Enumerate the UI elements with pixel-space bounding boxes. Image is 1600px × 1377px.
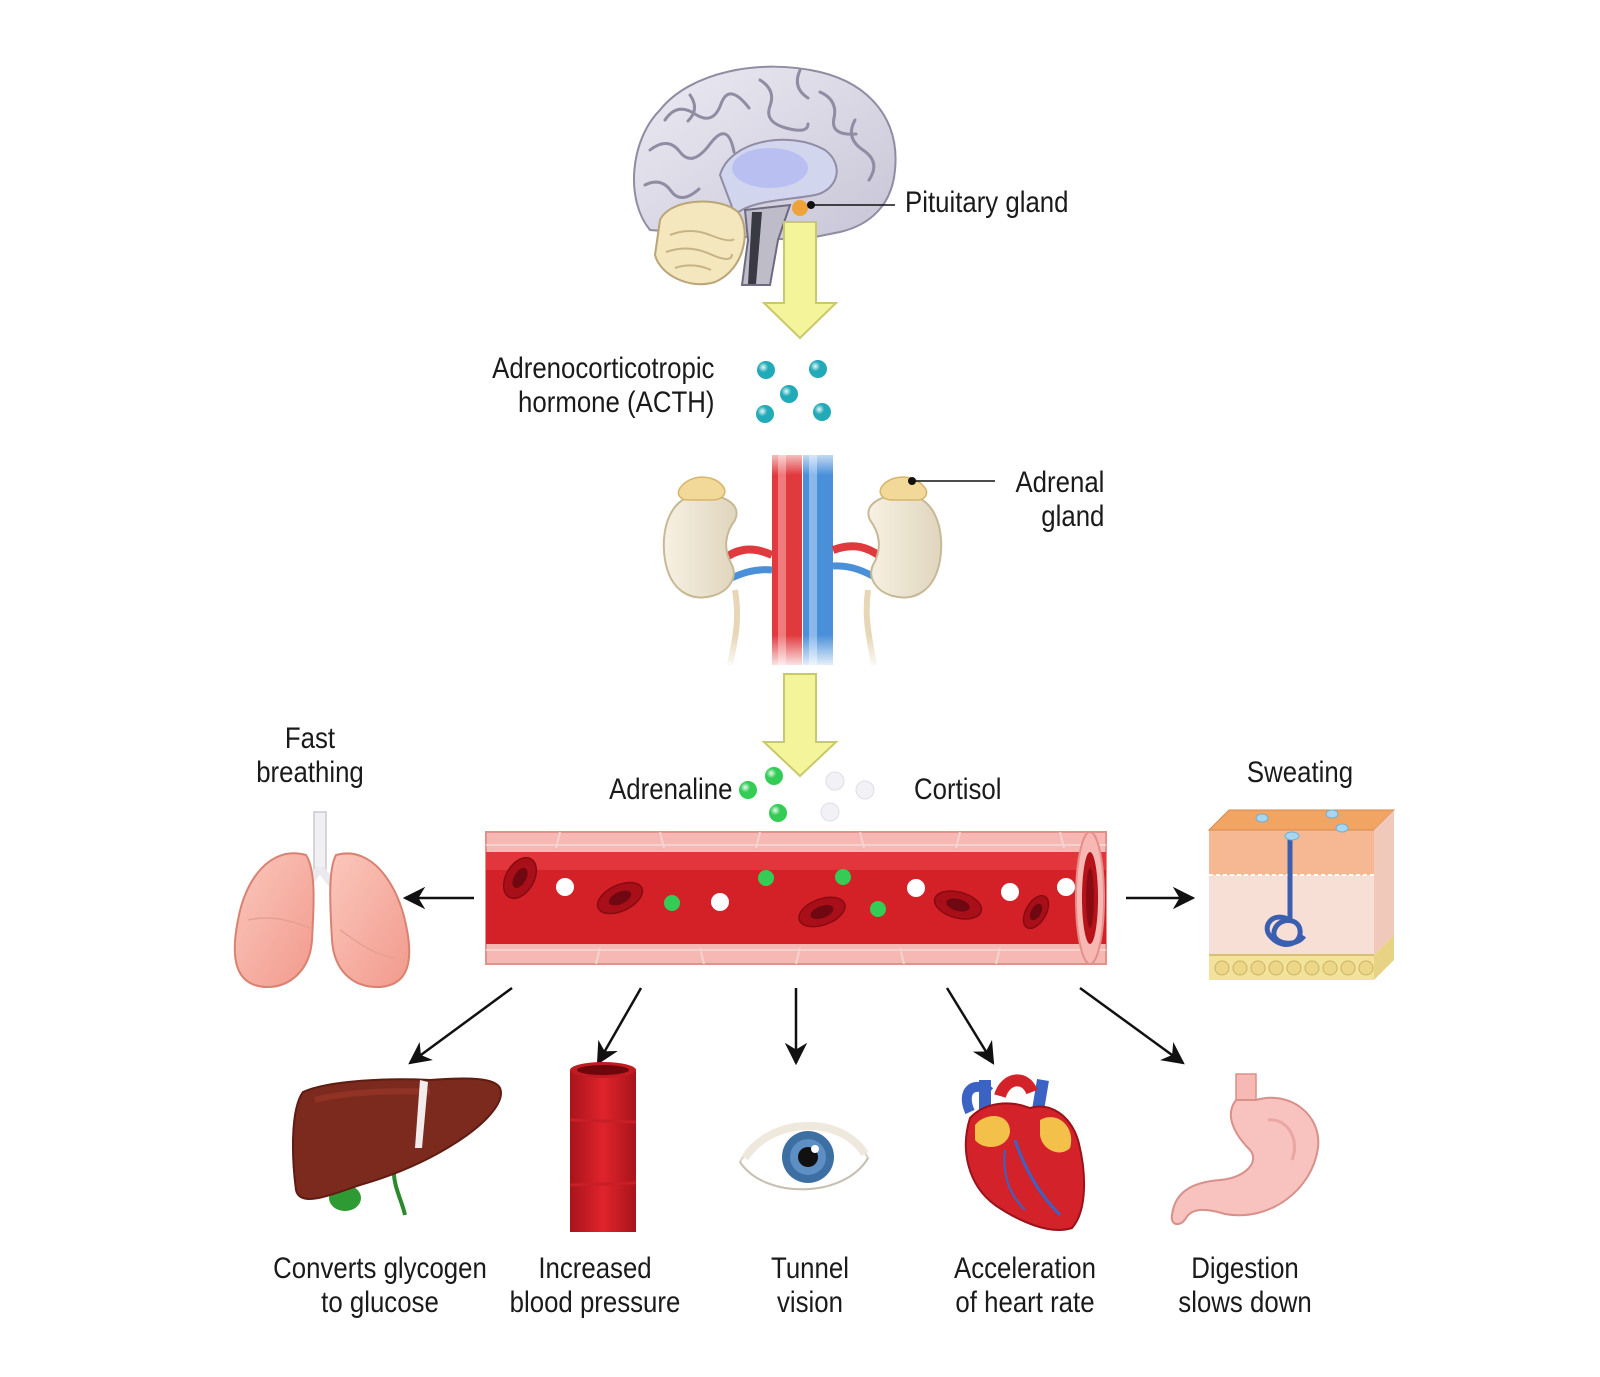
flow-arrow-pituitary-to-acth (761, 221, 839, 340)
heart-rate-line2: of heart rate (955, 1286, 1095, 1319)
heart-rate-line1: Acceleration (954, 1252, 1096, 1285)
flow-arrow-adrenal-to-blood (761, 673, 839, 778)
blood-pressure-label: Increased blood pressure (505, 1252, 686, 1320)
tunnel-vision-line1: Tunnel (771, 1252, 849, 1285)
acth-label-line1: Adrenocorticotropic (491, 352, 714, 385)
digestion-label: Digestion slows down (1159, 1252, 1331, 1320)
adrenaline-particles (739, 767, 787, 822)
pituitary-gland-label: Pituitary gland (905, 186, 1068, 220)
glycogen-line2: to glucose (321, 1286, 439, 1319)
skin-icon (1207, 809, 1396, 980)
fast-breathing-line1: Fast (284, 722, 336, 755)
eye-icon (738, 1121, 870, 1191)
arrow-to-liver (408, 986, 513, 1065)
heart-icon (961, 1074, 1085, 1231)
adrenaline-text: Adrenaline (608, 773, 732, 806)
cortisol-label: Cortisol (914, 773, 1001, 807)
blood-vessel-icon (485, 831, 1107, 965)
tunnel-vision-line2: vision (777, 1286, 843, 1319)
blood-pressure-line1: Increased (538, 1252, 652, 1285)
sweating-label: Sweating (1214, 756, 1386, 790)
digestion-line2: slows down (1178, 1286, 1312, 1319)
brain-icon (633, 65, 897, 286)
glycogen-line1: Converts glycogen (273, 1252, 487, 1285)
sweating-text: Sweating (1246, 756, 1354, 789)
cortisol-particles (820, 771, 875, 822)
adrenaline-label: Adrenaline (609, 773, 732, 807)
adrenal-gland-label: Adrenal gland (1015, 466, 1104, 534)
cortisol-text: Cortisol (914, 773, 1002, 806)
artery-icon (569, 1062, 637, 1232)
stomach-icon (1170, 1073, 1320, 1226)
lungs-icon (233, 811, 411, 989)
arrow-to-artery (596, 987, 643, 1065)
arrow-to-heart (945, 987, 995, 1065)
liver-icon (292, 1077, 502, 1216)
acth-label-line2: hormone (ACTH) (517, 386, 714, 419)
blood-pressure-line2: blood pressure (509, 1286, 681, 1319)
fast-breathing-line2: breathing (256, 756, 364, 789)
pituitary-gland-text: Pituitary gland (905, 186, 1069, 219)
adrenal-label-line2: gland (1040, 500, 1104, 533)
fast-breathing-label: Fast breathing (224, 722, 396, 790)
digestion-line1: Digestion (1191, 1252, 1299, 1285)
heart-rate-label: Acceleration of heart rate (935, 1252, 1116, 1320)
arrow-to-stomach (1079, 986, 1185, 1065)
acth-particles (756, 360, 831, 423)
tunnel-vision-label: Tunnel vision (741, 1252, 879, 1320)
acth-label: Adrenocorticotropic hormone (ACTH) (492, 352, 714, 420)
glycogen-label: Converts glycogen to glucose (264, 1252, 496, 1320)
kidneys-icon (662, 445, 943, 670)
adrenal-label-line1: Adrenal (1015, 466, 1104, 499)
